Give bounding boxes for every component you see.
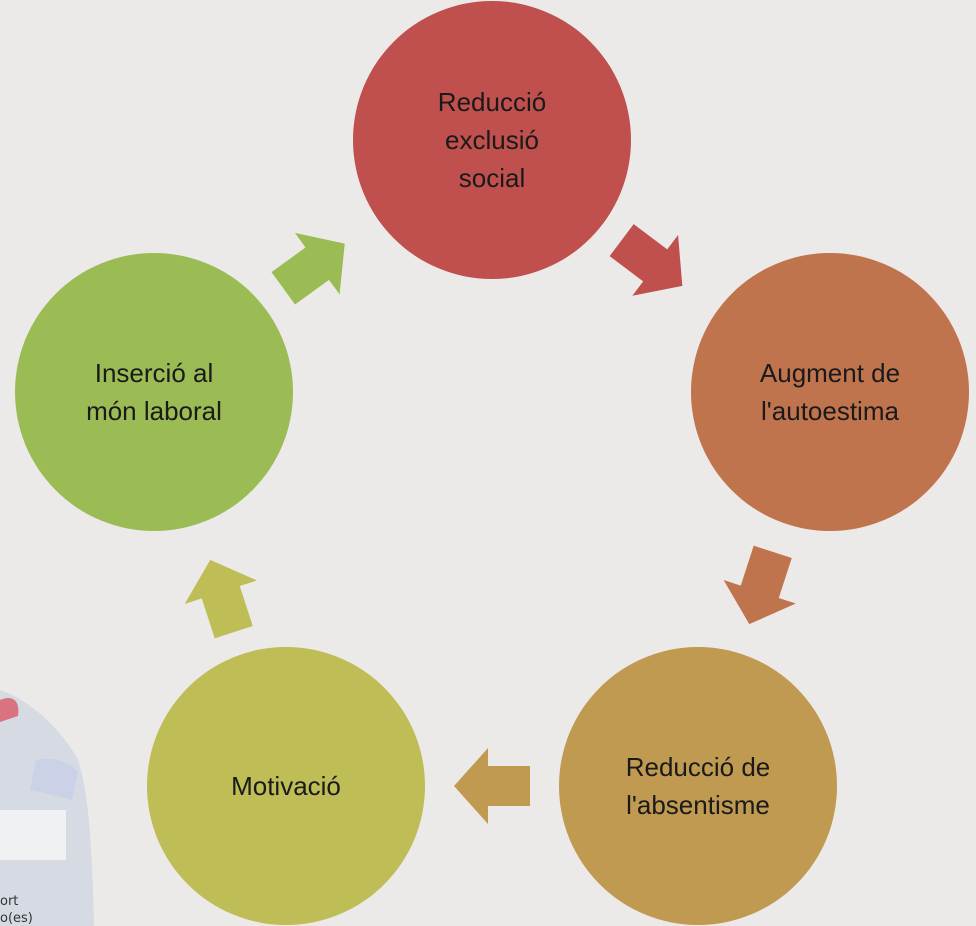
node-label-augment-autoestima: Augment de l'autoestima [760, 358, 900, 426]
node-label-line: Reducció [438, 87, 546, 117]
background-fragment-text-2: o(es) [0, 911, 33, 926]
background-fragment-text-1: ort [0, 894, 18, 909]
background-photo-fragment: ort o(es) [0, 690, 94, 926]
node-circle-reduccio-absentisme [559, 647, 837, 925]
arrow-reduccio-absentisme-to-motivacio [454, 748, 530, 824]
arrow-augment-autoestima-to-reduccio-absentisme [723, 545, 796, 625]
arrow-motivacio-to-insercio-laboral [184, 559, 257, 639]
node-label-line: exclusió [445, 125, 539, 155]
node-reduccio-exclusio: Reducció exclusió social [353, 1, 631, 279]
node-insercio-laboral: Inserció al món laboral [15, 253, 293, 531]
arrow-reduccio-exclusio-to-augment-autoestima [609, 224, 683, 296]
node-augment-autoestima: Augment de l'autoestima [691, 253, 969, 531]
node-label-line: social [459, 163, 525, 193]
node-circle-augment-autoestima [691, 253, 969, 531]
node-label-line: l'autoestima [761, 396, 899, 426]
node-circle-reduccio-exclusio [353, 1, 631, 279]
node-label-line: l'absentisme [626, 790, 770, 820]
node-circle-insercio-laboral [15, 253, 293, 531]
node-label-line: Augment de [760, 358, 900, 388]
node-label-reduccio-exclusio: Reducció exclusió social [438, 87, 546, 193]
node-label-line: Motivació [231, 771, 341, 801]
arrows-layer [184, 224, 796, 824]
node-label-insercio-laboral: Inserció al món laboral [86, 358, 222, 426]
node-label-line: Reducció de [626, 752, 771, 782]
node-label-motivacio: Motivació [231, 771, 341, 801]
node-circle-motivacio [147, 647, 425, 925]
node-label-line: món laboral [86, 396, 222, 426]
node-label-line: Inserció al [95, 358, 214, 388]
arrow-insercio-laboral-to-reduccio-exclusio [271, 232, 345, 305]
node-label-reduccio-absentisme: Reducció de l'absentisme [626, 752, 771, 820]
node-reduccio-absentisme: Reducció de l'absentisme [559, 647, 837, 925]
node-motivacio: Motivació [147, 647, 425, 925]
